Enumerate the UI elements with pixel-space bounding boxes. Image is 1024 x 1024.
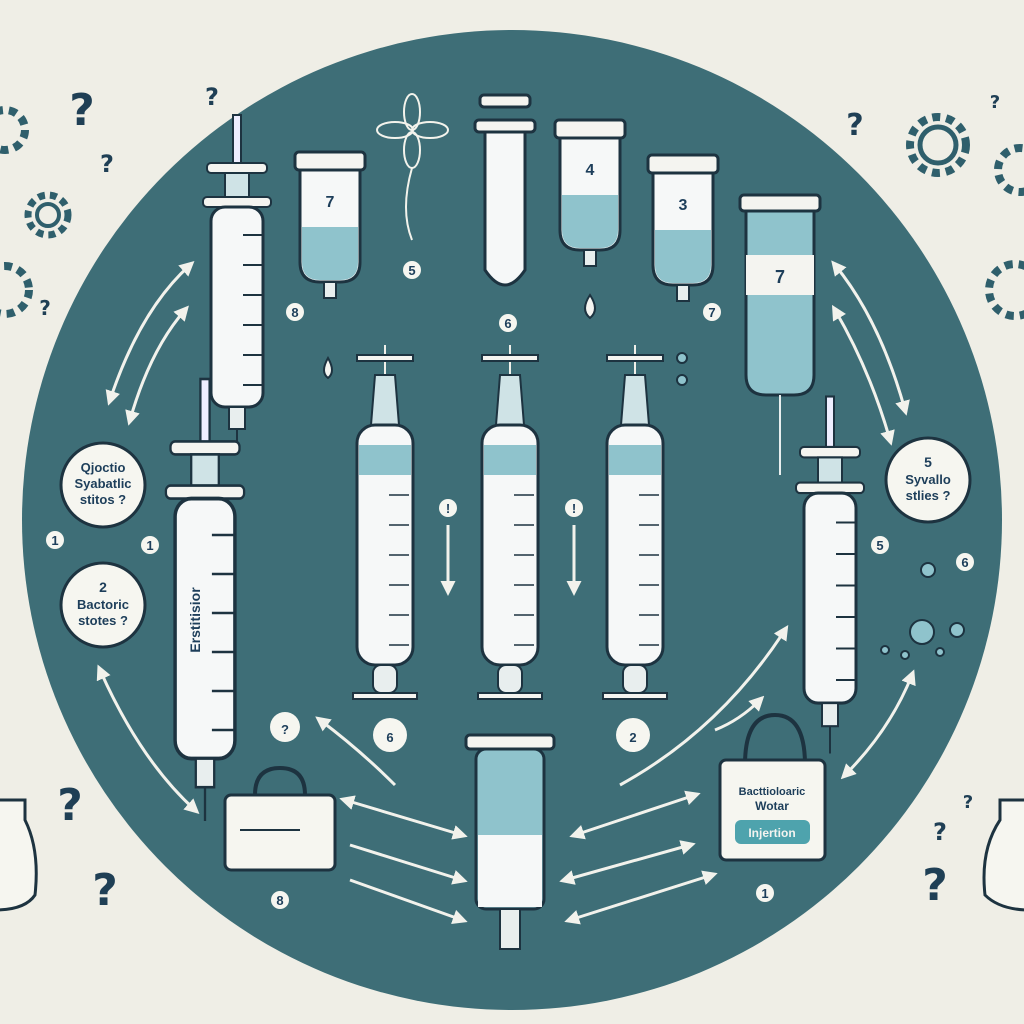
m-bag-left-text: 8	[276, 893, 283, 908]
question-text: ?	[933, 818, 947, 846]
gear-icon	[906, 113, 970, 177]
bag-badge: Injertion	[748, 826, 795, 840]
marker: ?	[270, 712, 300, 742]
marker: 1	[141, 536, 159, 554]
m-q-text: ?	[281, 722, 289, 737]
question-bubble-top-left: Qjoctio Syabatlic stitos ?	[59, 441, 147, 529]
question-bubble-bottom-left: 2 Bactoric stotes ?	[59, 561, 147, 649]
question-text: ?	[990, 92, 1000, 113]
marker: 1	[46, 531, 64, 549]
marker: !	[565, 499, 583, 517]
m-vial1-text: 8	[291, 305, 298, 320]
flower-icon	[376, 93, 449, 241]
bubble-text: stitos ?	[80, 492, 126, 507]
bag-title: Bacttioloaric	[739, 786, 806, 798]
question-text: ?	[205, 83, 219, 111]
question-text: ?	[92, 865, 118, 916]
m-tube-text: 6	[504, 316, 511, 331]
syringe-left-label: Erstitisior	[187, 587, 203, 653]
marker: 6	[373, 718, 407, 752]
medical-bag-left	[223, 765, 337, 872]
vial-3: 3	[646, 153, 720, 303]
vial-2: 4	[553, 118, 627, 268]
syringe-left: Erstitisior	[163, 377, 247, 823]
marker: 7	[703, 303, 721, 321]
m-left-b-text: 1	[146, 538, 153, 553]
syringe-bottom	[464, 733, 556, 950]
question-text: ?	[100, 150, 114, 178]
gear-icon	[0, 106, 1024, 320]
question-marks: ? ? ? ? ? ? ? ? ? ? ?	[39, 83, 1000, 916]
question-bubble-right: 5 Syvallo stlies ?	[884, 436, 972, 524]
vial-2-label: 4	[586, 162, 595, 179]
question-text: ?	[846, 108, 863, 143]
bubble-text: stlies ?	[906, 488, 951, 503]
m-flower-text: 5	[408, 263, 415, 278]
m-vial3-text: 7	[708, 305, 715, 320]
question-text: ?	[57, 780, 83, 831]
bubble-text: 5	[924, 454, 932, 470]
question-text: ?	[963, 792, 973, 813]
m-mid-a-text: !	[446, 501, 450, 516]
marker: 8	[286, 303, 304, 321]
large-vial: 7	[738, 193, 822, 475]
vial-1-label: 7	[326, 194, 335, 211]
bubble-text: 2	[99, 579, 107, 595]
question-text: ?	[39, 296, 51, 320]
marker: 5	[403, 261, 421, 279]
question-text: ?	[922, 860, 948, 911]
marker: 6	[956, 553, 974, 571]
bubble-text: Syabatlic	[74, 476, 131, 491]
marker: 2	[616, 718, 650, 752]
vial-3-label: 3	[679, 197, 688, 214]
m-six-text: 6	[386, 730, 393, 745]
droplets	[323, 293, 965, 660]
m-mid-b-text: !	[572, 501, 576, 516]
bubble-text: Qjoctio	[81, 460, 126, 475]
bubble-text: Bactoric	[77, 597, 129, 612]
m-right-a-text: 5	[876, 538, 883, 553]
large-vial-label: 7	[775, 267, 785, 287]
marker: 6	[499, 314, 517, 332]
test-tube	[473, 93, 537, 287]
question-text: ?	[69, 85, 95, 136]
m-left-a-text: 1	[51, 533, 58, 548]
bacteriostatic-water-bag: Bacttioloaric Wotar Injertion	[718, 712, 827, 862]
bubble-text: stotes ?	[78, 613, 128, 628]
bag-subtitle: Wotar	[755, 799, 789, 813]
flow-arrows	[96, 260, 916, 925]
bubble-text: Syvallo	[905, 472, 951, 487]
marker: 5	[871, 536, 889, 554]
m-bag-right-text: 1	[761, 886, 768, 901]
marker: 8	[271, 891, 289, 909]
vial-1: 7	[293, 150, 367, 300]
m-two-text: 2	[629, 730, 636, 745]
number-markers: 8 5 6 7 1 1 ! ! ? 6 2 5 6 8 1	[46, 261, 974, 909]
m-right-b-text: 6	[961, 555, 968, 570]
gear-icon	[24, 191, 72, 239]
marker: 1	[756, 884, 774, 902]
flask-icon	[0, 798, 1024, 912]
marker: !	[439, 499, 457, 517]
